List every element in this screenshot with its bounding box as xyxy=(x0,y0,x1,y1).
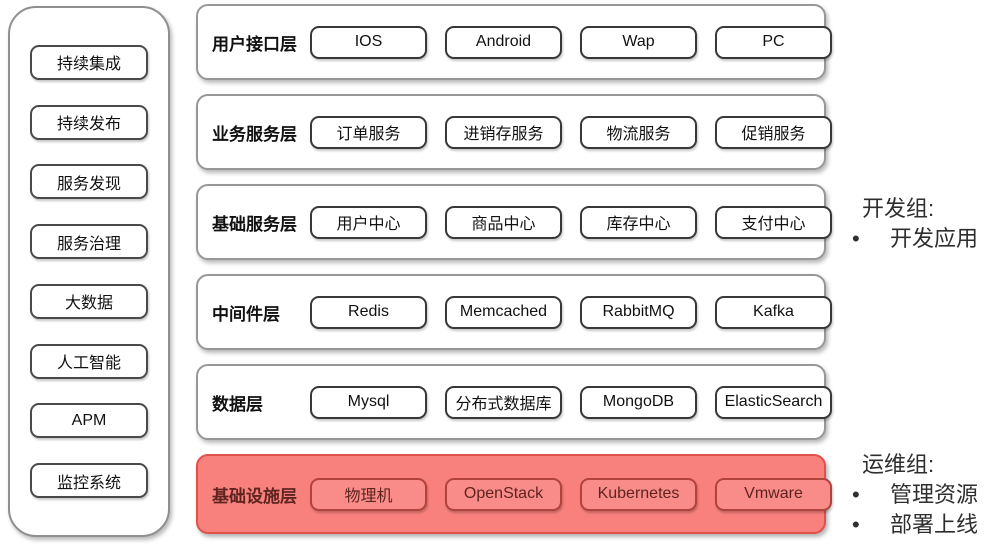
annotation-bullet-item: • 管理资源 xyxy=(850,480,998,510)
sidebar-item-label: 大数据 xyxy=(64,295,113,313)
annotation-title: 开发组: xyxy=(862,196,935,221)
layer-box-payment-center: 支付中心 xyxy=(715,205,832,239)
layer-box-kafka: Kafka xyxy=(715,295,832,329)
layer-box-android: Android xyxy=(445,25,562,59)
sidebar-item-apm: APM xyxy=(30,403,148,439)
layer-box-inventory-sales-service: 进销存服务 xyxy=(445,115,562,149)
sidebar-item-label: 持续集成 xyxy=(56,56,121,74)
layer-box-pc: PC xyxy=(715,25,832,59)
layer-box-kubernetes: Kubernetes xyxy=(580,477,697,511)
bullet-icon: • xyxy=(852,482,860,507)
layer-box-product-center: 商品中心 xyxy=(445,205,562,239)
sidebar-item-service-governance: 服务治理 xyxy=(30,224,148,260)
sidebar-item-big-data: 大数据 xyxy=(30,283,148,319)
sidebar-item-label: 持续发布 xyxy=(56,116,121,134)
annotation-bullet-item: • 开发应用 xyxy=(850,224,998,254)
layer-box-redis: Redis xyxy=(310,295,427,329)
layer-row-business-services: 业务服务层 订单服务 进销存服务 物流服务 促销服务 xyxy=(196,94,832,170)
sidebar-item-label: 服务治理 xyxy=(56,235,121,253)
sidebar-item-continuous-delivery: 持续发布 xyxy=(30,104,148,140)
layer-row-data: 数据层 Mysql 分布式数据库 MongoDB ElasticSearch xyxy=(196,364,832,440)
sidebar-item-label: 服务发现 xyxy=(56,175,121,193)
annotation-title: 运维组: xyxy=(862,452,935,477)
annotation-dev-group: 开发组: • 开发应用 xyxy=(850,194,998,254)
bullet-icon: • xyxy=(852,512,860,537)
sidebar-item-label: APM xyxy=(71,411,107,429)
layer-box-ios: IOS xyxy=(310,25,427,59)
sidebar-item-ai: 人工智能 xyxy=(30,343,148,379)
layer-label: 用户接口层 xyxy=(212,34,297,54)
annotation-bullet-text: 部署上线 xyxy=(890,512,979,537)
layer-box-promotion-service: 促销服务 xyxy=(715,115,832,149)
layer-row-basic-services: 基础服务层 用户中心 商品中心 库存中心 支付中心 xyxy=(196,184,832,260)
layer-box-wap: Wap xyxy=(580,25,697,59)
sidebar-item-continuous-integration: 持续集成 xyxy=(30,44,148,80)
layer-label: 基础服务层 xyxy=(212,214,297,234)
layer-box-logistics-service: 物流服务 xyxy=(580,115,697,149)
layer-label: 数据层 xyxy=(212,394,263,414)
layer-box-physical-machine: 物理机 xyxy=(310,477,427,511)
layer-row-infrastructure-highlighted: 基础设施层 物理机 OpenStack Kubernetes Vmware xyxy=(196,454,832,534)
layer-items: 用户中心 商品中心 库存中心 支付中心 xyxy=(310,205,832,239)
layer-box-openstack: OpenStack xyxy=(445,477,562,511)
layer-label: 业务服务层 xyxy=(212,124,297,144)
layer-box-vmware: Vmware xyxy=(715,477,832,511)
sidebar-item-label: 人工智能 xyxy=(56,355,121,373)
bullet-icon: • xyxy=(852,226,860,251)
sidebar-item-monitoring: 监控系统 xyxy=(30,463,148,499)
layer-box-mongodb: MongoDB xyxy=(580,385,697,419)
annotation-ops-group: 运维组: • 管理资源 • 部署上线 xyxy=(850,450,998,540)
layer-label: 中间件层 xyxy=(212,304,280,324)
layer-row-user-interface: 用户接口层 IOS Android Wap PC xyxy=(196,4,832,80)
layer-box-mysql: Mysql xyxy=(310,385,427,419)
layer-items: 订单服务 进销存服务 物流服务 促销服务 xyxy=(310,115,832,149)
annotation-bullet-text: 管理资源 xyxy=(890,482,979,507)
layer-items: IOS Android Wap PC xyxy=(310,25,832,59)
layer-items: Redis Memcached RabbitMQ Kafka xyxy=(310,295,832,329)
layer-box-user-center: 用户中心 xyxy=(310,205,427,239)
layer-box-elasticsearch: ElasticSearch xyxy=(715,385,832,419)
layer-items: 物理机 OpenStack Kubernetes Vmware xyxy=(310,477,832,511)
layer-box-stock-center: 库存中心 xyxy=(580,205,697,239)
architecture-layers: 用户接口层 IOS Android Wap PC 业务服务层 订单服务 进销存服… xyxy=(196,4,832,548)
layer-label: 基础设施层 xyxy=(212,486,297,506)
layer-box-order-service: 订单服务 xyxy=(310,115,427,149)
layer-box-memcached: Memcached xyxy=(445,295,562,329)
layer-box-rabbitmq: RabbitMQ xyxy=(580,295,697,329)
annotation-bullet-item: • 部署上线 xyxy=(850,510,998,540)
layer-row-middleware: 中间件层 Redis Memcached RabbitMQ Kafka xyxy=(196,274,832,350)
annotation-bullet-text: 开发应用 xyxy=(890,226,979,251)
layer-box-distributed-db: 分布式数据库 xyxy=(445,385,562,419)
devops-sidebar: 持续集成 持续发布 服务发现 服务治理 大数据 人工智能 APM 监控系统 xyxy=(8,6,170,537)
sidebar-item-label: 监控系统 xyxy=(56,474,121,492)
layer-items: Mysql 分布式数据库 MongoDB ElasticSearch xyxy=(310,385,832,419)
sidebar-item-service-discovery: 服务发现 xyxy=(30,164,148,200)
